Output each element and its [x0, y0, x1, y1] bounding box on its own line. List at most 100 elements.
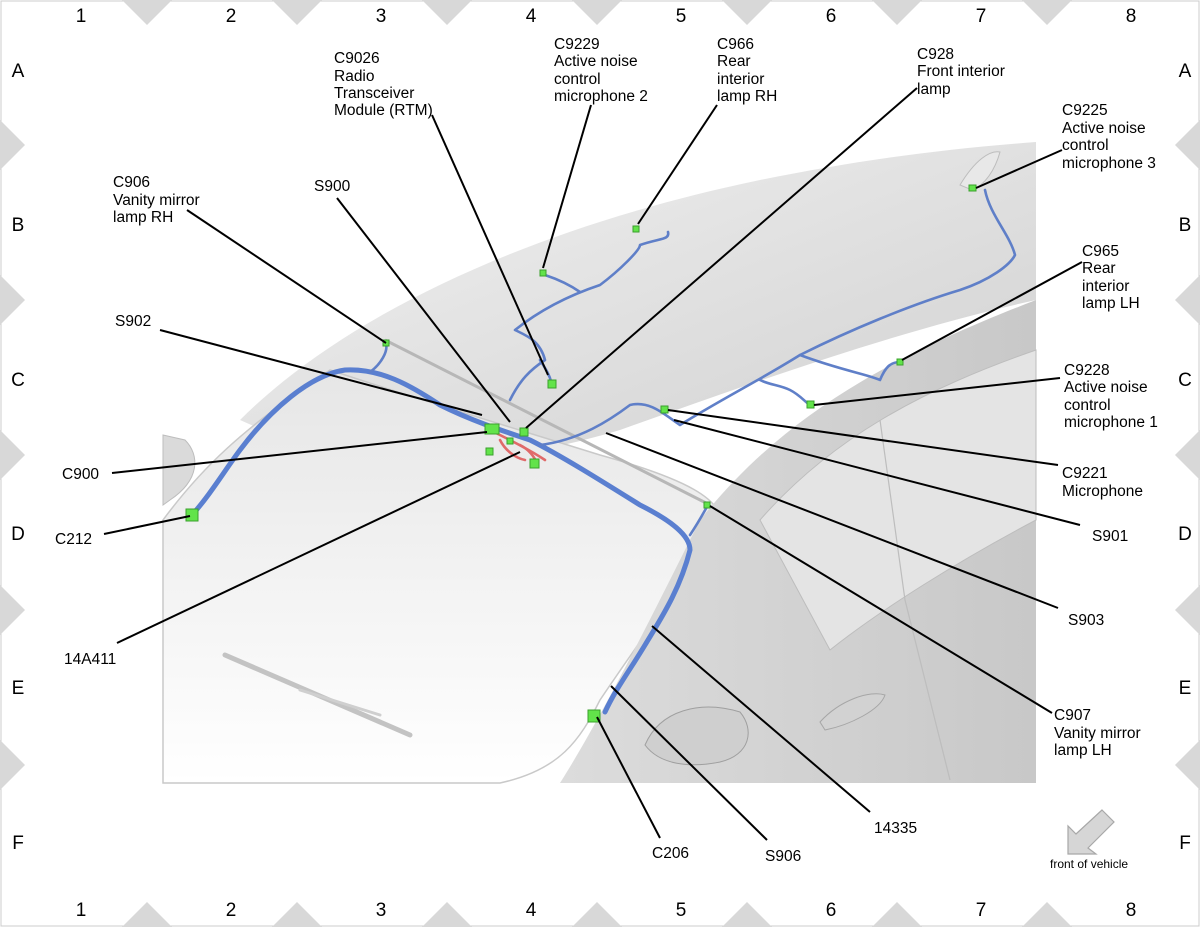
leader-s903 [605, 432, 1059, 609]
leader-c206 [596, 716, 661, 839]
connector-extra [529, 458, 540, 469]
roof-harness [538, 353, 902, 447]
callout-c900: C900 [62, 466, 99, 483]
column-label: 4 [526, 6, 537, 27]
orientation-indicator: front of vehicle [1050, 809, 1128, 871]
connector-c966 [632, 225, 640, 233]
callout-14335: 14335 [874, 820, 917, 837]
grid-row-labels-left: A B C D E F [11, 61, 25, 854]
connector-c9026 [547, 379, 557, 389]
connector-c9229 [539, 269, 547, 277]
callout-c9229: C9229 Active noise control microphone 2 [554, 36, 648, 105]
callout-c9026: C9026 Radio Transceiver Module (RTM) [334, 50, 433, 119]
leader-s906 [610, 685, 768, 841]
leader-c212 [103, 515, 191, 535]
leader-s900 [336, 197, 511, 423]
door-handle [819, 693, 886, 731]
callout-s901: S901 [1092, 528, 1128, 545]
leader-lines [103, 87, 1083, 841]
main-harness [189, 367, 693, 715]
column-label: 7 [976, 6, 987, 27]
row-label: B [12, 215, 25, 236]
leader-s902 [159, 329, 483, 416]
callout-s902: S902 [115, 313, 151, 330]
column-label: 6 [826, 900, 837, 921]
row-label: C [11, 370, 25, 391]
arrow-down-left-icon [1067, 809, 1115, 855]
front-of-vehicle-label: front of vehicle [1050, 857, 1128, 871]
leader-14a411 [116, 451, 521, 644]
column-label: 7 [976, 900, 987, 921]
column-label: 3 [376, 6, 387, 27]
leader-c965 [901, 261, 1083, 361]
connector-extra [506, 437, 514, 445]
leader-c9225 [975, 149, 1063, 189]
callout-c907: C907 Vanity mirror lamp LH [1054, 707, 1145, 759]
callout-c928: C928 Front interior lamp [917, 46, 1009, 98]
column-label: 1 [76, 6, 87, 27]
callout-c9225: C9225 Active noise control microphone 3 [1062, 102, 1156, 172]
callout-c206: C206 [652, 845, 689, 862]
leader-c9026 [431, 114, 549, 376]
column-label: 8 [1126, 6, 1137, 27]
side-mirror [644, 706, 749, 766]
row-label: F [1179, 833, 1191, 854]
connector-c212 [185, 508, 199, 522]
callout-s900: S900 [314, 178, 351, 195]
column-label: 2 [226, 6, 237, 27]
connector-c900 [484, 423, 500, 435]
grid-column-labels-top: 1 2 3 4 5 6 7 8 [76, 6, 1137, 27]
callout-labels: C9026 Radio Transceiver Module (RTM) C92… [55, 36, 1158, 865]
connector-c9228 [806, 400, 815, 409]
column-label: 5 [676, 900, 687, 921]
connector-c9221 [660, 405, 669, 414]
leader-c966 [637, 104, 718, 225]
row-label: A [12, 61, 25, 82]
roof-panel [240, 142, 1036, 464]
connector-c965 [896, 358, 904, 366]
leader-c900 [111, 431, 488, 474]
column-label: 8 [1126, 900, 1137, 921]
callout-s906: S906 [765, 848, 801, 865]
column-label: 5 [676, 6, 687, 27]
row-label: C [1178, 370, 1192, 391]
vehicle-illustration [162, 140, 1037, 784]
column-label: 4 [526, 900, 537, 921]
leader-14335 [651, 625, 871, 813]
callout-14a411: 14A411 [64, 651, 116, 668]
callout-c9228: C9228 Active noise control microphone 1 [1064, 362, 1158, 431]
leader-c9228 [813, 377, 1061, 406]
callout-c9221: C9221 Microphone [1062, 465, 1143, 500]
leader-c9221 [667, 409, 1059, 466]
grid-column-labels-bottom: 1 2 3 4 5 6 7 8 [76, 900, 1137, 921]
row-label: E [1179, 678, 1192, 699]
connector-c907 [703, 501, 711, 509]
connector-extra [485, 447, 494, 456]
connector-c928 [519, 427, 529, 437]
leader-c906 [186, 209, 387, 344]
column-label: 3 [376, 900, 387, 921]
column-label: 1 [76, 900, 87, 921]
callout-c906: C906 Vanity mirror lamp RH [113, 174, 204, 226]
row-label: F [12, 833, 24, 854]
callout-c212: C212 [55, 531, 92, 548]
connector-c9225 [968, 184, 977, 192]
leader-c928 [525, 87, 918, 429]
row-label: D [1178, 524, 1192, 545]
column-label: 2 [226, 900, 237, 921]
callout-s903: S903 [1068, 612, 1104, 629]
leader-c907 [709, 505, 1053, 714]
connectors [185, 184, 977, 723]
grid-row-labels-right: A B C D E F [1178, 61, 1192, 854]
leader-c9229 [542, 104, 592, 269]
column-label: 6 [826, 6, 837, 27]
row-label: D [11, 524, 25, 545]
row-label: B [1179, 215, 1192, 236]
callout-c965: C965 Rear interior lamp LH [1082, 243, 1140, 312]
leader-s901 [673, 419, 1081, 526]
row-label: A [1179, 61, 1192, 82]
row-label: E [12, 678, 25, 699]
